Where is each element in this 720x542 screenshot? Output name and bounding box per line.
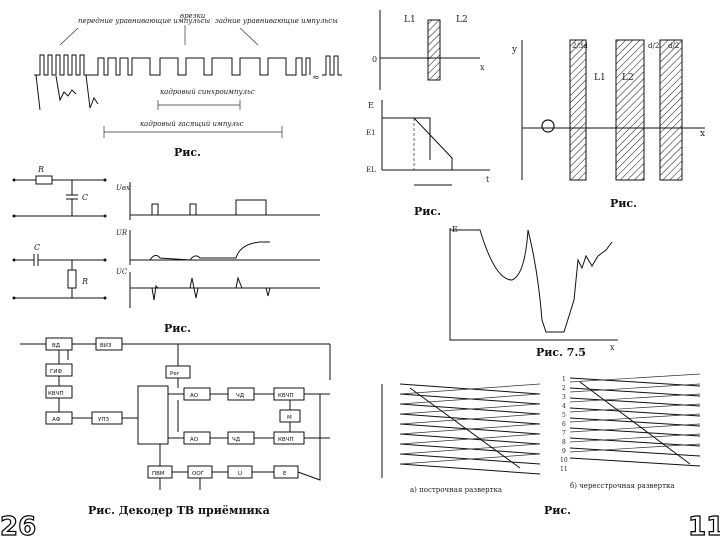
e1-label: E1 bbox=[366, 129, 376, 137]
frame-blanking-label: кадровый гасящий импульс bbox=[140, 120, 244, 128]
d23-label: 2/3d bbox=[572, 42, 588, 50]
x-label-slits: x bbox=[700, 129, 705, 139]
e-label-curve: E bbox=[452, 225, 458, 234]
x-label-layers: x bbox=[480, 63, 485, 72]
svg-text:УПЗ: УПЗ bbox=[98, 417, 109, 423]
fig-sync-caption: Рис. bbox=[174, 146, 201, 159]
fig-layers-caption: Рис. bbox=[414, 205, 441, 218]
slits-diagram: y x 2/3d d/2 d/2 L1 L2 bbox=[511, 39, 705, 181]
frame-sync-label: кадровый синхроимпульс bbox=[160, 88, 255, 96]
svg-text:2: 2 bbox=[562, 385, 566, 392]
svg-text:АО: АО bbox=[190, 437, 199, 443]
svg-text:1: 1 bbox=[562, 376, 566, 383]
fig-scan-caption: Рис. bbox=[544, 504, 571, 517]
svg-text:КВЧП: КВЧП bbox=[48, 391, 64, 397]
e-label-layers: E bbox=[368, 101, 374, 110]
svg-text:АО: АО bbox=[190, 393, 199, 399]
energy-curve-diagram: E x bbox=[449, 225, 618, 352]
svg-text:5: 5 bbox=[562, 412, 566, 419]
page-number-right: 11 bbox=[687, 511, 720, 542]
svg-text:4: 4 bbox=[562, 403, 566, 410]
svg-text:М: М bbox=[287, 415, 292, 421]
r1-label: R bbox=[37, 165, 44, 174]
svg-text:ЧД: ЧД bbox=[232, 437, 241, 443]
page-number-left: 26 bbox=[0, 511, 37, 542]
svg-text:10: 10 bbox=[560, 457, 568, 464]
u-in-label: Uвх bbox=[116, 184, 130, 192]
l1-label-slits: L1 bbox=[594, 73, 606, 83]
scanning-diagram: 1 2 3 4 5 6 7 8 9 10 11 а) построчная ра… bbox=[381, 373, 701, 494]
serrations-label: врезки bbox=[180, 12, 206, 20]
svg-text:E: E bbox=[283, 471, 287, 477]
d2a-label: d/2 bbox=[648, 42, 659, 50]
front-equalizing-label: передние уравнивающие импульсы bbox=[78, 17, 210, 25]
rc-circuit-diagram: R C C R Uвх UR UC bbox=[12, 165, 320, 308]
l1-label: L1 bbox=[404, 15, 416, 25]
svg-text:11: 11 bbox=[560, 466, 568, 473]
l2-label: L2 bbox=[456, 15, 468, 25]
svg-text:КВЧП: КВЧП bbox=[278, 393, 294, 399]
origin-label: 0 bbox=[372, 55, 377, 64]
svg-text:ЧД: ЧД bbox=[236, 393, 245, 399]
svg-text:ПВМ: ПВМ bbox=[152, 471, 165, 477]
svg-text:9: 9 bbox=[562, 448, 566, 455]
sync-pulse-diagram: ≈ передние уравнивающие импульсы врезки … bbox=[34, 12, 342, 138]
t-label-layers: t bbox=[486, 175, 490, 184]
c2-label: C bbox=[34, 243, 40, 252]
progressive-label: а) построчная развертка bbox=[410, 486, 502, 494]
svg-text:7: 7 bbox=[562, 430, 566, 437]
fig-slits-caption: Рис. bbox=[610, 197, 637, 210]
l2-label-slits: L2 bbox=[622, 73, 634, 83]
fig-rc-caption: Рис. bbox=[164, 322, 191, 335]
svg-text:3: 3 bbox=[562, 394, 566, 401]
svg-text:ВИЗ: ВИЗ bbox=[100, 343, 112, 349]
c1-label: C bbox=[82, 193, 88, 202]
svg-text:КВЧП: КВЧП bbox=[278, 437, 294, 443]
back-equalizing-label: задние уравнивающие импульсы bbox=[215, 17, 338, 25]
svg-text:U: U bbox=[238, 471, 242, 477]
layers-diagram: L1 L2 0 x E E1 EL t bbox=[366, 10, 490, 186]
fig-decoder-caption: Рис. Декодер ТВ приёмника bbox=[88, 504, 270, 517]
x-label-curve: x bbox=[610, 343, 615, 352]
d2b-label: d/2 bbox=[668, 42, 679, 50]
svg-text:АФ: АФ bbox=[52, 417, 61, 423]
el-label: EL bbox=[366, 166, 376, 174]
interlaced-label: б) чересстрочная развертка bbox=[570, 482, 675, 490]
svg-text:Рег: Рег bbox=[170, 371, 180, 377]
svg-text:≈: ≈ bbox=[312, 73, 320, 83]
svg-text:ООГ: ООГ bbox=[192, 471, 205, 477]
svg-text:ВД: ВД bbox=[52, 343, 61, 349]
fig-75-caption: Рис. 7.5 bbox=[536, 346, 586, 359]
u-r-label: UR bbox=[116, 229, 128, 237]
u-c-label: UC bbox=[116, 268, 128, 276]
svg-text:ГИФ: ГИФ bbox=[50, 369, 62, 375]
svg-text:6: 6 bbox=[562, 421, 566, 428]
y-label-slits: y bbox=[511, 45, 518, 55]
r2-label: R bbox=[81, 277, 88, 286]
svg-text:8: 8 bbox=[562, 439, 566, 446]
decoder-block-diagram: ВД ВИЗ ГИФ КВЧП АФ УПЗ Рег АО АО ЧД ЧД К… bbox=[20, 337, 331, 490]
